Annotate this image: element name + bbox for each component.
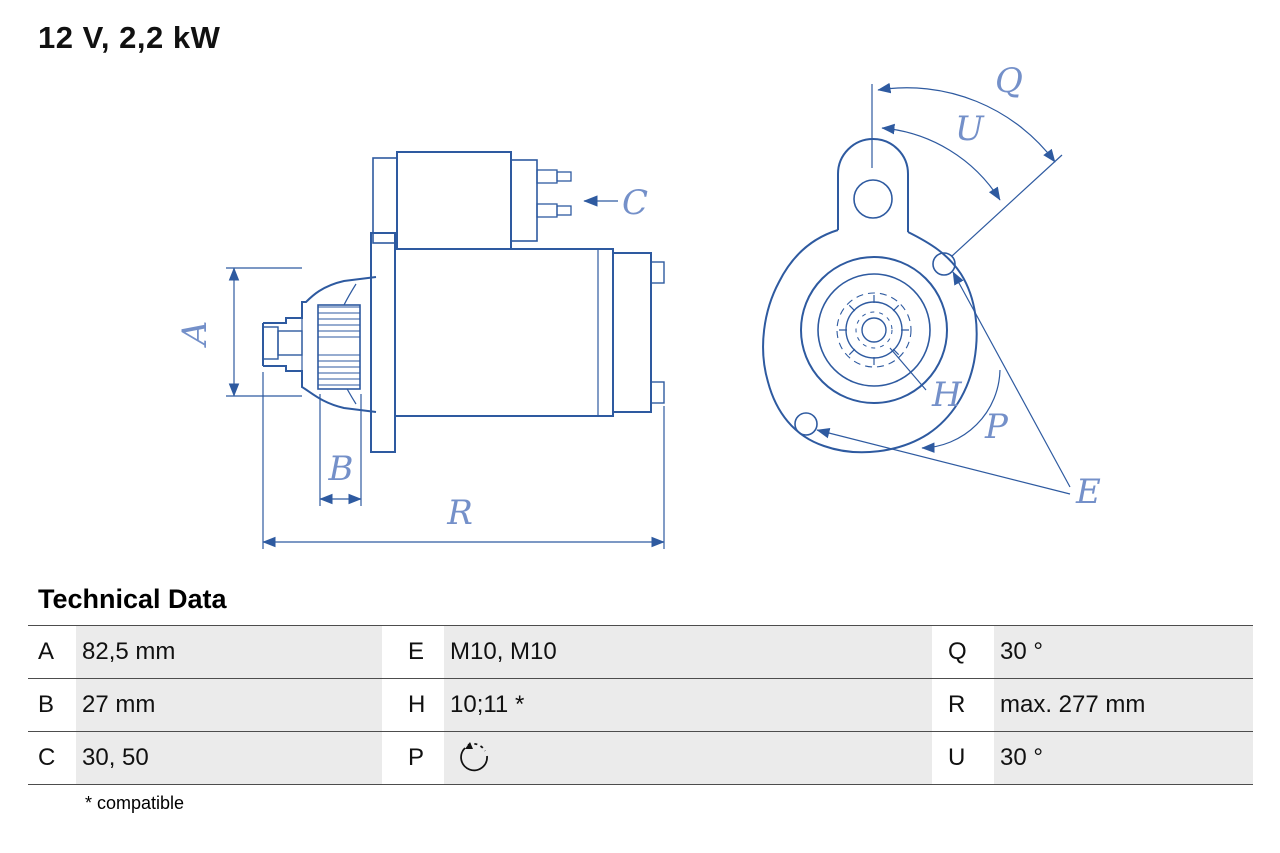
table-cell-key-p: P — [382, 731, 444, 784]
dim-label-b: B — [328, 449, 354, 489]
dim-label-e: E — [1075, 472, 1101, 512]
technical-data-table: A 82,5 mm E M10, M10 Q 30 ° B 27 mm H 10… — [28, 625, 1253, 785]
table-cell-val-q: 30 ° — [994, 625, 1253, 678]
table-cell-key-c: C — [28, 731, 76, 784]
dimension-q-u — [871, 82, 1063, 257]
dim-label-a: A — [175, 321, 215, 349]
page-title: 12 V, 2,2 kW — [38, 20, 221, 55]
technical-data-section: Technical Data A 82,5 mm E M10, M10 Q 30… — [28, 584, 1253, 814]
table-cell-key-q: Q — [932, 625, 994, 678]
dimension-p — [921, 369, 1001, 453]
table-cell-val-e: M10, M10 — [444, 625, 932, 678]
dimension-a — [226, 267, 302, 397]
table-cell-val-p — [444, 731, 932, 784]
technical-drawing: A B C R Q U H P E — [175, 61, 1101, 549]
dim-label-h: H — [931, 375, 963, 415]
dim-label-q: Q — [995, 61, 1023, 101]
table-cell-val-u: 30 ° — [994, 731, 1253, 784]
table-cell-val-a: 82,5 mm — [76, 625, 382, 678]
dimension-b — [319, 394, 362, 506]
table-cell-val-h: 10;11 * — [444, 678, 932, 731]
compatibility-footnote: * compatible — [85, 793, 185, 813]
dimension-e — [816, 271, 1071, 495]
table-cell-val-c: 30, 50 — [76, 731, 382, 784]
side-view — [262, 151, 665, 453]
dim-label-r: R — [446, 493, 473, 533]
table-cell-val-b: 27 mm — [76, 678, 382, 731]
table-cell-key-e: E — [382, 625, 444, 678]
table-cell-key-a: A — [28, 625, 76, 678]
table-cell-val-r: max. 277 mm — [994, 678, 1253, 731]
dim-label-p: P — [984, 407, 1009, 447]
dim-label-c: C — [622, 183, 648, 223]
table-cell-key-u: U — [932, 731, 994, 784]
technical-data-heading: Technical Data — [38, 584, 227, 614]
dim-label-u: U — [955, 109, 985, 149]
table-cell-key-r: R — [932, 678, 994, 731]
dimension-h — [889, 347, 927, 391]
table-cell-key-h: H — [382, 678, 444, 731]
rotation-direction-icon — [460, 742, 488, 772]
dimension-r — [262, 372, 665, 549]
table-cell-key-b: B — [28, 678, 76, 731]
